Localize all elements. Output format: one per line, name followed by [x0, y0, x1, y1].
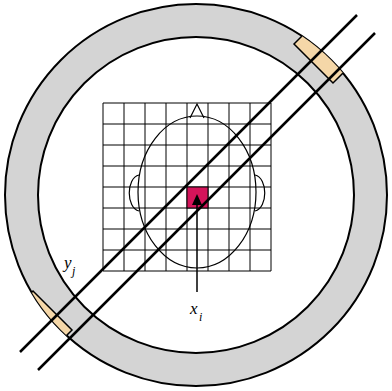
grid-line — [250, 103, 251, 271]
variable-subscript: j — [72, 265, 75, 277]
ring-bore — [38, 37, 354, 353]
variable-subscript: i — [199, 311, 202, 323]
variable-letter: x — [190, 300, 198, 317]
variable-letter: y — [64, 254, 72, 271]
detector-element — [294, 22, 355, 83]
detector-element — [11, 291, 72, 352]
pointer-arrow — [196, 203, 198, 292]
grid-line — [103, 250, 271, 251]
image-grid — [103, 103, 271, 271]
grid-line — [103, 229, 271, 230]
grid-line — [271, 103, 272, 271]
arrowhead — [192, 194, 202, 205]
detector-ring — [5, 4, 387, 386]
grid-line — [103, 271, 271, 272]
line-of-response — [20, 15, 375, 370]
